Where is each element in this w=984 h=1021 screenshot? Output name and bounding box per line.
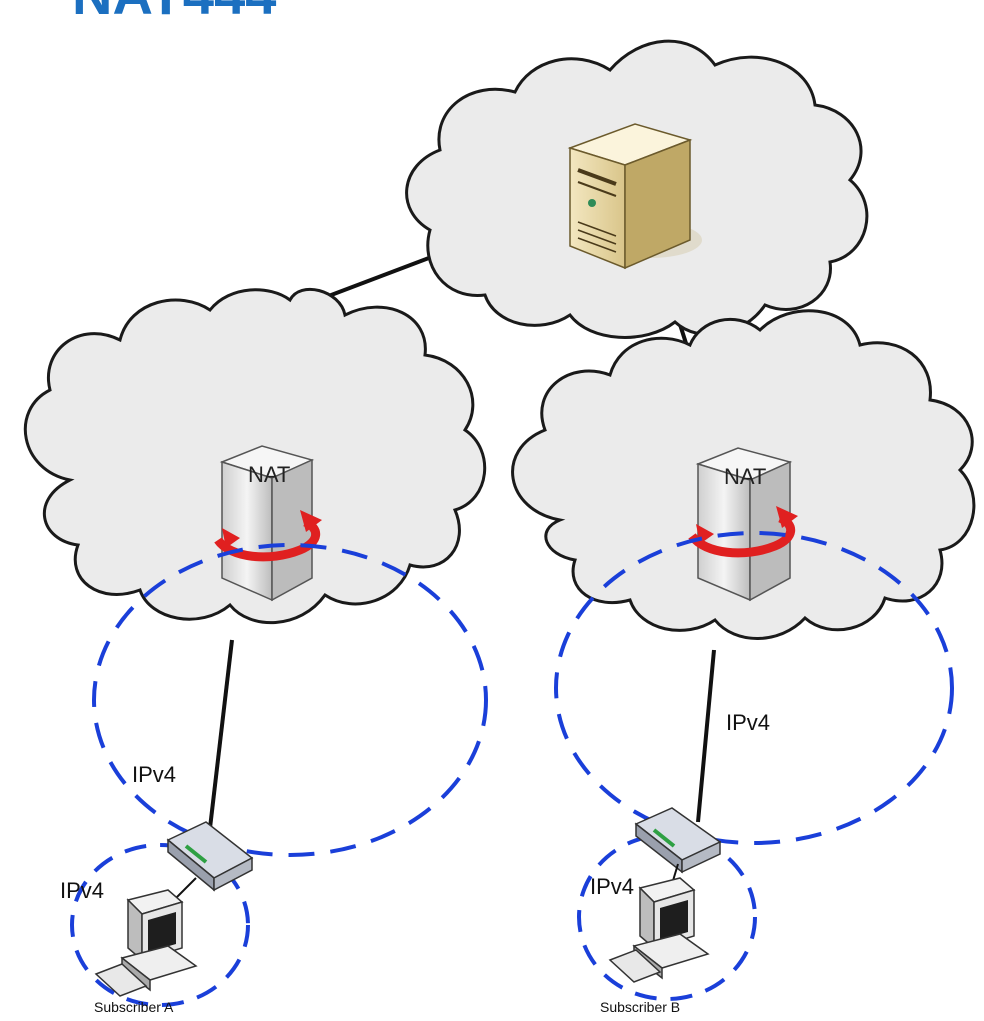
- link-right-nat-to-modem: [696, 649, 716, 823]
- desktop-computer-icon: [608, 877, 710, 983]
- link-left-modem-to-pc: [175, 877, 197, 899]
- nat-device-icon: [688, 447, 798, 602]
- left-ring-label: IPv4: [132, 762, 176, 787]
- left-ipv4-ring: [92, 543, 488, 857]
- modem-icon: [634, 807, 722, 874]
- left-nat-label: NAT: [248, 462, 290, 487]
- desktop-computer-icon: [94, 889, 198, 997]
- left-home-ring: [70, 843, 250, 1007]
- banner-title: NAT444: [72, 0, 276, 26]
- subscriber-a-label: Subscriber A: [94, 999, 174, 1015]
- right-home-label: IPv4: [590, 874, 634, 899]
- server-tower-icon: [567, 123, 702, 270]
- left-home-label: IPv4: [60, 878, 104, 903]
- link-left-nat-to-modem: [208, 639, 234, 829]
- right-ring-label: IPv4: [726, 710, 770, 735]
- nat-device-icon: [214, 445, 322, 602]
- modem-icon: [166, 821, 254, 892]
- right-nat-label: NAT: [724, 464, 766, 489]
- subscriber-b-label: Subscriber B: [600, 999, 680, 1015]
- right-ipv4-ring: [554, 531, 954, 845]
